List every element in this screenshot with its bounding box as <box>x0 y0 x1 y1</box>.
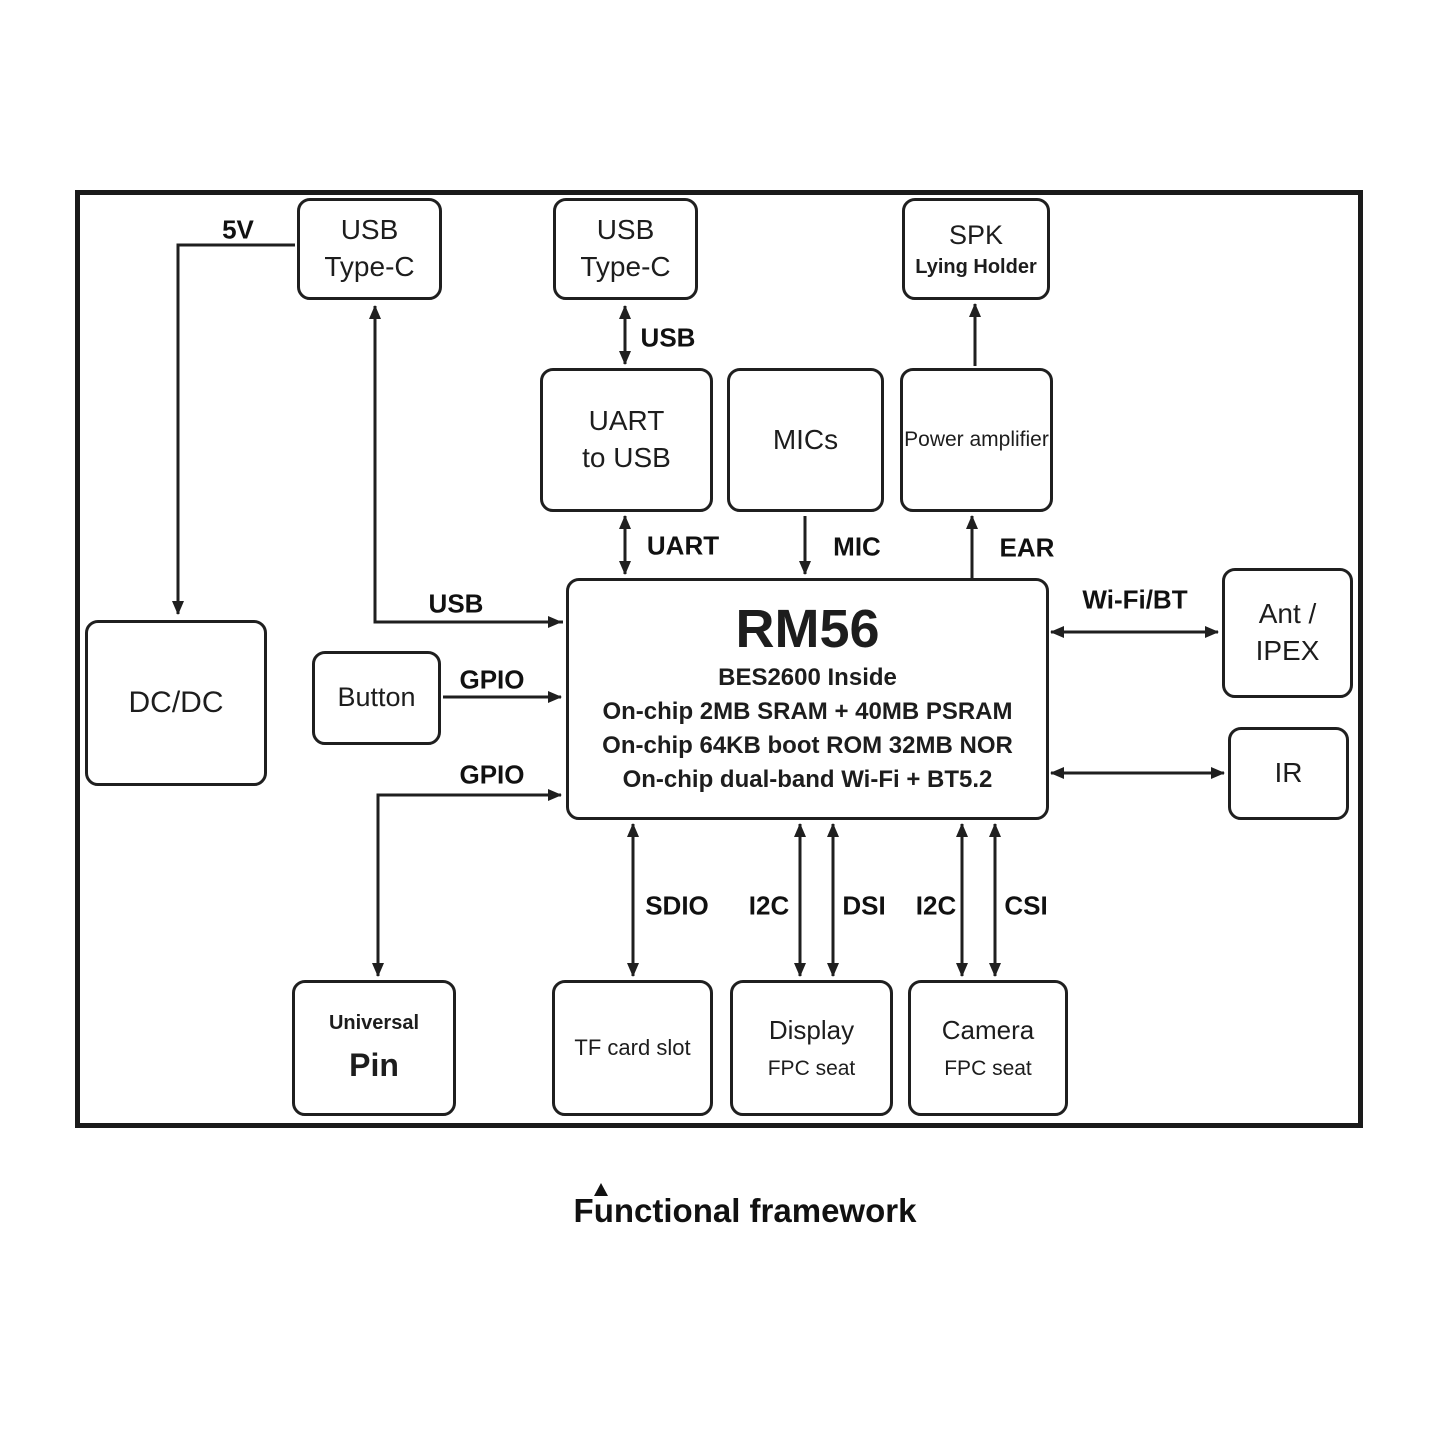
edge-label-dsi: DSI <box>842 890 886 921</box>
block-sublabel: FPC seat <box>944 1057 1032 1081</box>
block-sublabel: Universal <box>328 1011 420 1034</box>
block-camera-fpc: Camera FPC seat <box>908 980 1068 1116</box>
edge-label-uart: UART <box>646 530 720 561</box>
block-label: UART <box>588 405 665 437</box>
block-usb-typec-top: USB Type-C <box>553 198 698 300</box>
edge-label-gpio-button: GPIO <box>459 664 525 695</box>
block-usb-typec-left: USB Type-C <box>297 198 442 300</box>
block-label: IPEX <box>1255 635 1320 666</box>
block-label: Type-C <box>580 251 671 282</box>
edge-label-ear: EAR <box>999 532 1055 563</box>
block-dcdc: DC/DC <box>85 620 267 786</box>
block-ir: IR <box>1228 727 1349 820</box>
block-label: Camera <box>941 1014 1035 1045</box>
edge-label-usb-left: USB <box>428 588 484 619</box>
block-sublabel: FPC seat <box>767 1057 856 1081</box>
block-label: SPK <box>948 219 1004 250</box>
block-button: Button <box>312 651 441 745</box>
block-rm56: RM56 BES2600 Inside On-chip 2MB SRAM + 4… <box>566 578 1049 820</box>
edge-label-i2c-display: I2C <box>748 890 790 921</box>
block-label: Ant / <box>1258 598 1317 630</box>
edge-label-i2c-camera: I2C <box>915 890 957 921</box>
edge-label-mic: MIC <box>833 531 881 562</box>
chip-subtitle: BES2600 Inside <box>718 664 897 692</box>
block-label: Type-C <box>324 251 415 282</box>
block-label: IR <box>1274 757 1303 789</box>
block-tf-card-slot: TF card slot <box>552 980 713 1116</box>
chip-spec: On-chip dual-band Wi-Fi + BT5.2 <box>622 766 993 794</box>
block-uart-to-usb: UART to USB <box>540 368 713 512</box>
block-power-amplifier: Power amplifier <box>900 368 1053 512</box>
block-label: Power amplifier <box>904 428 1049 452</box>
edge-label-sdio: SDIO <box>645 890 709 921</box>
block-mics: MICs <box>727 368 884 512</box>
block-label: TF card slot <box>574 1035 691 1061</box>
caret-mark <box>594 1183 608 1196</box>
edge-label-csi: CSI <box>1004 890 1048 921</box>
block-label: to USB <box>582 442 671 473</box>
edge-label-gpio-pin: GPIO <box>459 759 525 790</box>
block-universal-pin: Universal Pin <box>292 980 456 1116</box>
block-ant-ipex: Ant / IPEX <box>1222 568 1353 698</box>
edge-label-5v: 5V <box>222 214 254 245</box>
block-label: Pin <box>349 1047 399 1084</box>
chip-spec: On-chip 2MB SRAM + 40MB PSRAM <box>602 698 1013 726</box>
diagram-caption: Functional framework <box>573 1192 917 1229</box>
chip-spec: On-chip 64KB boot ROM 32MB NOR <box>602 732 1013 760</box>
edge-label-wifi-bt: Wi-Fi/BT <box>1082 584 1188 615</box>
edge-label-usb-top: USB <box>640 322 696 353</box>
block-label: USB <box>340 214 399 246</box>
block-label: Button <box>337 682 416 713</box>
chip-title: RM56 <box>735 598 880 659</box>
block-spk: SPK Lying Holder <box>902 198 1050 300</box>
block-sublabel: Lying Holder <box>915 255 1037 278</box>
block-display-fpc: Display FPC seat <box>730 980 893 1116</box>
block-label: Display <box>768 1014 855 1045</box>
block-label: USB <box>596 214 655 246</box>
block-label: DC/DC <box>128 686 224 720</box>
block-label: MICs <box>772 423 839 455</box>
